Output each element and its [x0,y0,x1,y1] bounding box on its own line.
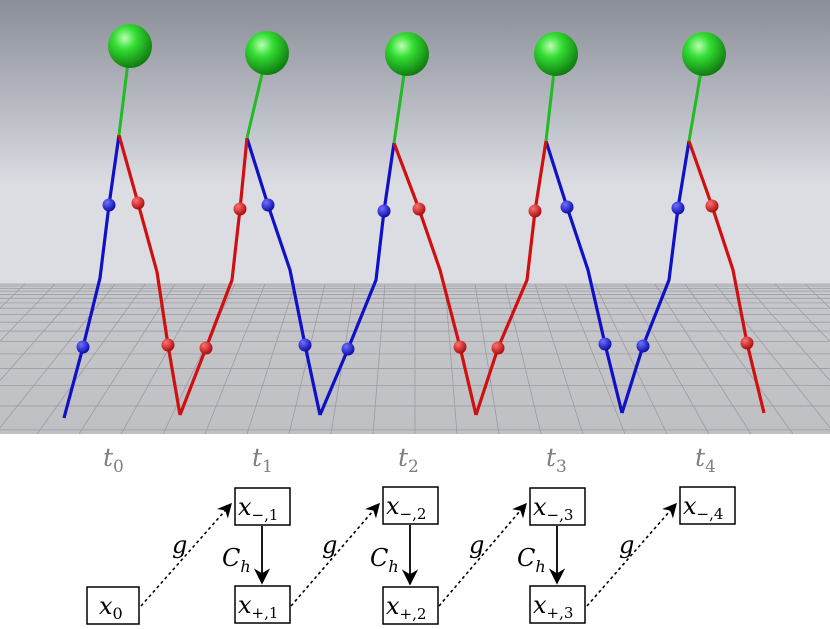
state-box-x-minus-4: x−,4 [679,486,736,525]
state-box-x-plus-1: x+,1 [234,585,291,624]
knee-blue-icon [560,200,574,214]
right-leg [117,134,182,416]
right-leg [474,140,548,416]
flow-label-4: g [619,531,634,559]
impact-label-2: Ch [370,544,399,576]
head-sphere-icon [682,32,726,76]
left-leg [62,134,121,419]
flow-arrow-4 [586,502,677,607]
state-box-x-minus-3: x−,3 [529,487,586,526]
svg-text:x0: x0 [99,592,123,623]
time-label-t2: t2 [398,443,419,477]
state-diagram: x0 x−,1 x+,1 x−,2 x+,2 x−,3 x+,3 x−,4 [86,486,736,625]
knee-blue-icon [341,342,355,356]
flow-label-2: g [322,531,337,559]
right-leg [687,140,766,414]
knee-blue-icon [636,339,650,353]
knee-blue-icon [377,204,391,218]
knee-blue-icon [76,340,90,354]
head-sphere-icon [108,24,152,68]
walker-pose-2 [318,32,478,416]
knee-red-icon [453,340,467,354]
flow-label-1: g [172,531,187,559]
knee-blue-icon [261,198,275,212]
flow-arrow-1 [140,502,232,607]
state-box-x-plus-3: x+,3 [529,585,586,624]
knee-blue-icon [671,201,685,215]
state-box-x-plus-2: x+,2 [382,586,439,625]
impact-label-1: Ch [222,544,251,576]
state-box-x-minus-1: x−,1 [234,487,291,526]
flow-arrow-2 [290,502,380,607]
right-leg [392,142,478,416]
walker-pose-4 [620,32,766,414]
right-leg [178,137,249,416]
head-sphere-icon [534,32,578,76]
knee-red-icon [199,341,213,355]
knee-red-icon [740,336,754,350]
knee-red-icon [233,202,247,216]
knee-red-icon [491,341,505,355]
svg-text:x+,1: x+,1 [238,591,278,622]
flow-arrow-3 [438,502,527,607]
floor-grid [0,283,830,435]
left-leg [318,142,396,416]
time-label-t3: t3 [546,443,567,477]
svg-text:x+,3: x+,3 [533,591,573,622]
knee-blue-icon [102,198,116,212]
state-box-x0: x0 [86,586,140,625]
knee-red-icon [412,202,426,216]
svg-text:x−,3: x−,3 [533,493,573,524]
svg-text:x+,2: x+,2 [386,592,426,623]
knee-blue-icon [598,337,612,351]
svg-text:x−,1: x−,1 [238,493,278,524]
walker-pose-3 [474,32,624,416]
walker-pose-0 [62,24,182,419]
simulation-scene [0,0,830,435]
svg-text:x−,2: x−,2 [386,492,426,523]
left-leg [544,140,624,414]
impact-label-3: Ch [517,544,546,576]
time-label-t1: t1 [252,443,273,477]
svg-text:x−,4: x−,4 [683,492,723,523]
time-label-t0: t0 [103,443,124,477]
left-leg [245,137,322,416]
walker-poses [62,24,766,419]
knee-red-icon [528,204,542,218]
left-leg [620,140,691,414]
walker-pose-1 [178,31,322,416]
head-sphere-icon [385,32,429,76]
time-labels: t0 t1 t2 t3 t4 [103,443,716,477]
knee-red-icon [131,196,145,210]
flow-label-3: g [469,531,484,559]
state-box-x-minus-2: x−,2 [382,486,439,525]
head-sphere-icon [245,31,289,75]
knee-red-icon [161,338,175,352]
knee-red-icon [705,199,719,213]
time-label-t4: t4 [695,443,716,477]
knee-blue-icon [298,338,312,352]
